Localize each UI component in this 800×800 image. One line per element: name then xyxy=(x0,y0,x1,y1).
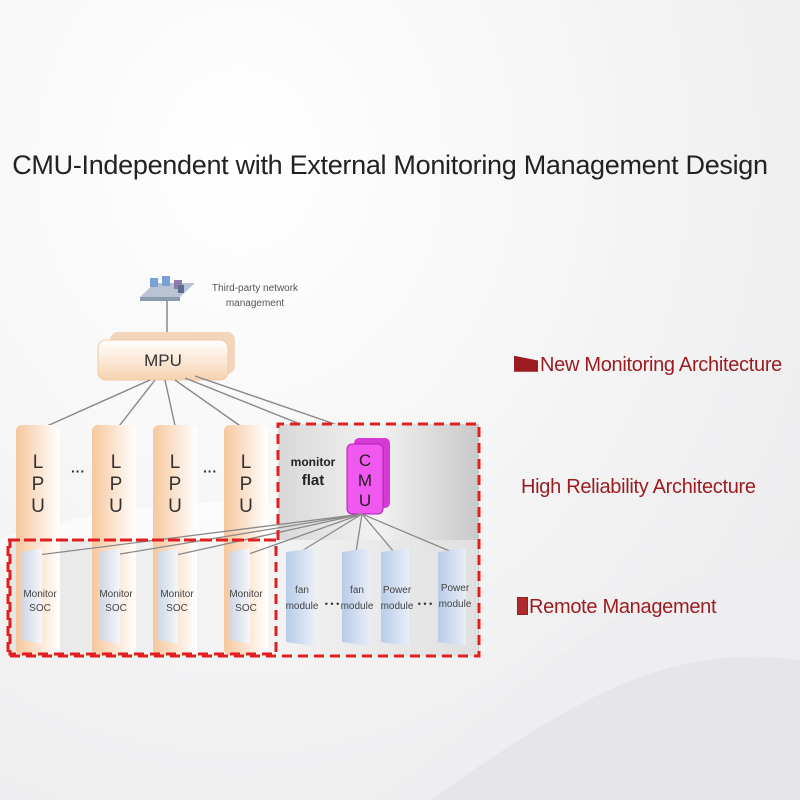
lpu-ellipsis: ··· xyxy=(71,463,85,479)
module-dots: • • • xyxy=(325,599,339,609)
power-module: Power module xyxy=(381,548,414,646)
fan-module: fan module xyxy=(286,548,319,646)
cmu-management-boundary xyxy=(6,422,481,658)
feature-remote-management: Remote Management xyxy=(517,596,717,619)
svg-text:Monitor: Monitor xyxy=(160,589,194,600)
svg-text:L: L xyxy=(170,452,181,473)
svg-text:Power: Power xyxy=(383,585,412,596)
svg-text:SOC: SOC xyxy=(235,603,257,614)
svg-text:Power: Power xyxy=(441,583,470,594)
feature-label: High Reliability Architecture xyxy=(521,476,756,498)
svg-text:U: U xyxy=(109,496,123,517)
monitor-soc-boundary xyxy=(8,538,278,656)
monitor-soc-module: Monitor SOC xyxy=(229,548,263,644)
svg-text:U: U xyxy=(31,496,45,517)
feature-high-reliability-architecture: High Reliability Architecture xyxy=(521,476,756,499)
svg-text:U: U xyxy=(359,491,371,510)
svg-text:L: L xyxy=(111,452,122,473)
mpu-label: MPU xyxy=(144,351,182,370)
feature-label: Remote Management xyxy=(529,596,717,618)
svg-text:P: P xyxy=(110,474,123,495)
nms-label-line2: management xyxy=(226,298,285,309)
svg-text:Monitor: Monitor xyxy=(23,589,57,600)
monitor-soc-module: Monitor SOC xyxy=(158,548,194,644)
monitor-soc-module: Monitor SOC xyxy=(99,548,133,644)
svg-text:C: C xyxy=(359,451,371,470)
svg-text:SOC: SOC xyxy=(105,603,127,614)
fan-module: fan module xyxy=(341,548,374,646)
monitor-flat-line1: monitor xyxy=(291,455,336,469)
svg-text:L: L xyxy=(241,452,252,473)
svg-text:M: M xyxy=(358,471,372,490)
svg-text:P: P xyxy=(32,474,45,495)
svg-text:U: U xyxy=(168,496,182,517)
svg-text:fan: fan xyxy=(350,585,364,596)
cmu-links xyxy=(37,513,453,556)
module-dots: • • • xyxy=(418,599,432,609)
svg-text:SOC: SOC xyxy=(166,603,188,614)
red-box-marker-icon xyxy=(517,596,528,615)
red-flag-marker-icon xyxy=(514,355,538,372)
network-management-icon xyxy=(140,276,195,301)
svg-text:Monitor: Monitor xyxy=(229,589,263,600)
svg-text:module: module xyxy=(286,601,319,612)
svg-text:module: module xyxy=(439,599,472,610)
dashed-boundaries xyxy=(6,422,481,658)
page-title: CMU-Independent with External Monitoring… xyxy=(12,150,768,180)
svg-text:fan: fan xyxy=(295,585,309,596)
monitor-flat-line2: flat xyxy=(302,472,325,489)
svg-text:P: P xyxy=(169,474,182,495)
nms-label-line1: Third-party network xyxy=(212,283,299,294)
monitor-soc-module: Monitor SOC xyxy=(22,548,57,644)
svg-text:P: P xyxy=(240,474,253,495)
svg-text:Monitor: Monitor xyxy=(99,589,133,600)
lpu-ellipsis: ··· xyxy=(203,463,217,479)
feature-new-monitoring-architecture: New Monitoring Architecture xyxy=(514,354,782,377)
power-module: Power module xyxy=(438,548,472,646)
feature-label: New Monitoring Architecture xyxy=(540,354,783,376)
cmu-block: C M U xyxy=(346,438,390,515)
mpu-block: MPU xyxy=(97,332,235,381)
svg-text:module: module xyxy=(381,601,414,612)
svg-text:L: L xyxy=(33,452,44,473)
svg-text:U: U xyxy=(239,496,253,517)
svg-text:module: module xyxy=(341,601,374,612)
svg-text:SOC: SOC xyxy=(29,603,51,614)
